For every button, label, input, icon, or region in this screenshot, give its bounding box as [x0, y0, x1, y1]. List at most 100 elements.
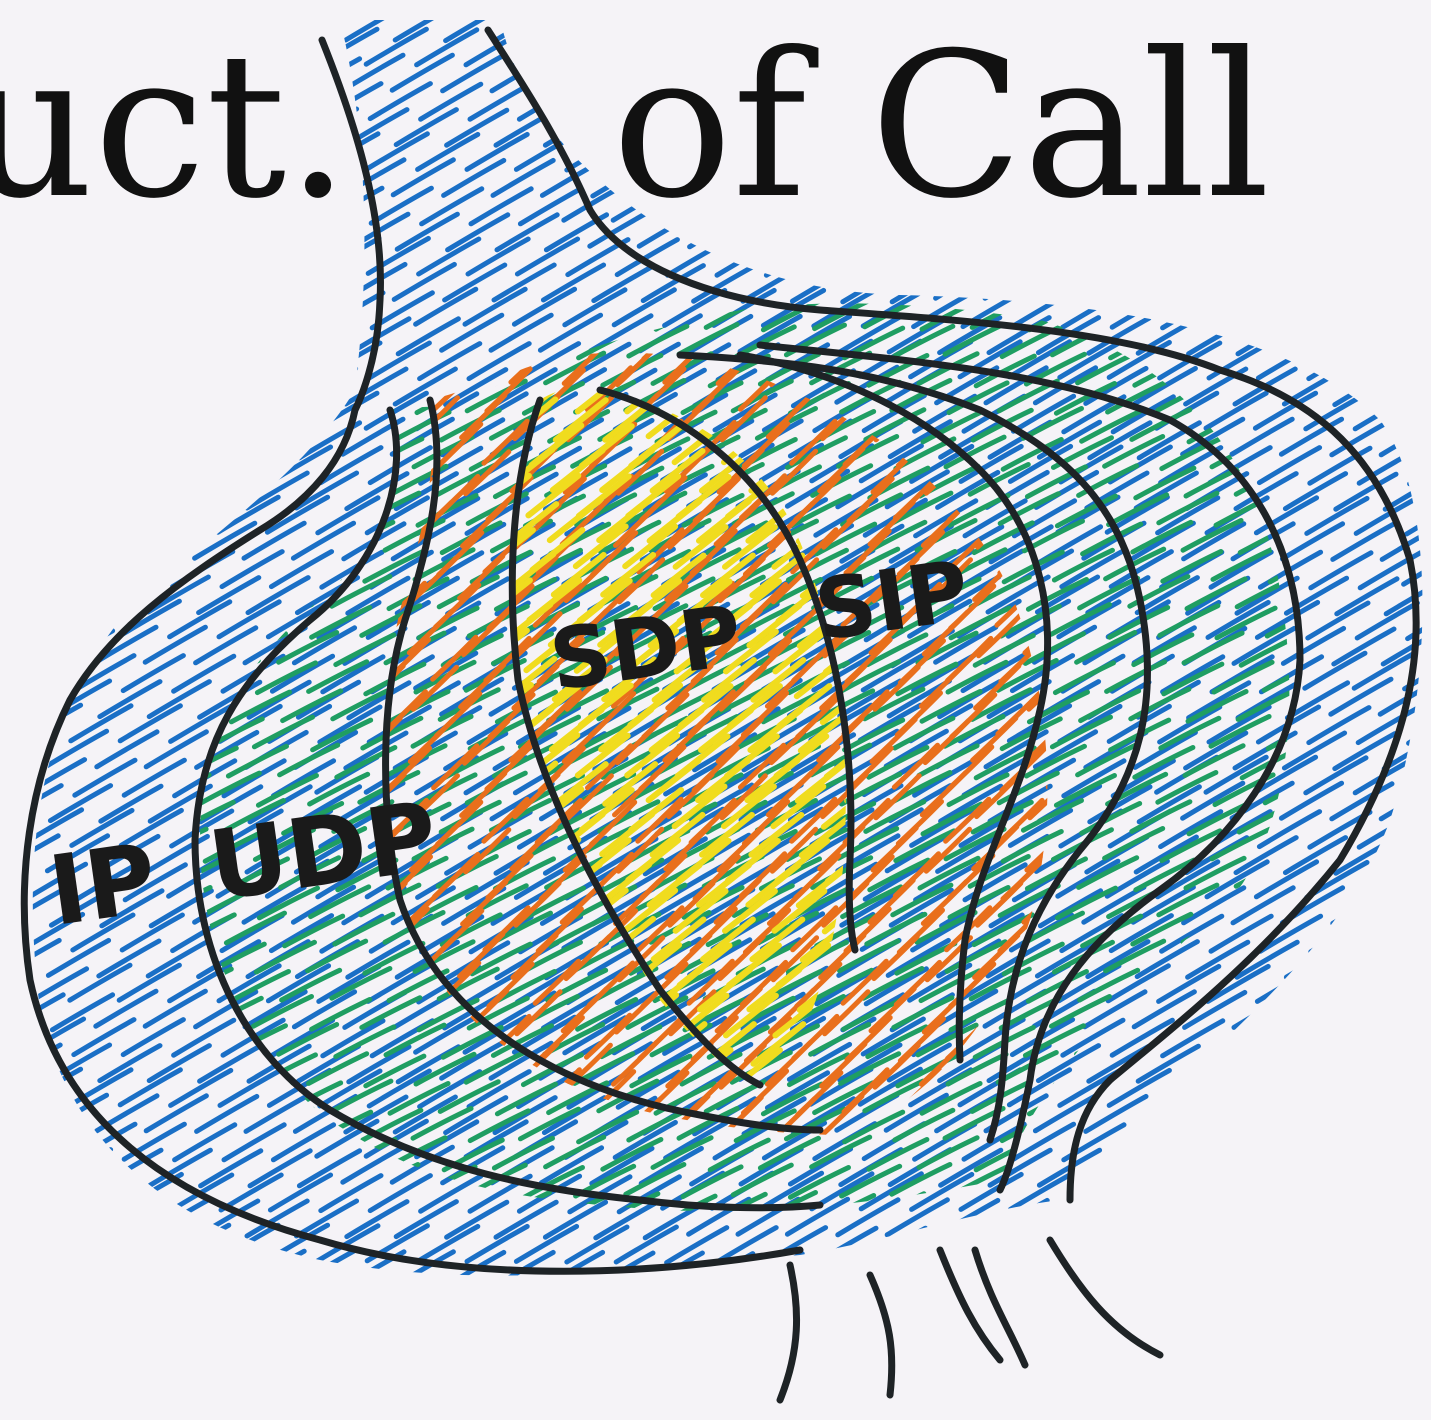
hatch-stroke	[1406, 394, 1431, 429]
hatch-stroke	[1383, 265, 1431, 300]
hatch-stroke	[294, 264, 354, 299]
hatch-stroke	[1187, 1202, 1247, 1237]
hatch-stroke	[1238, 1047, 1298, 1082]
hatch-stroke	[169, 1225, 229, 1260]
hatch-stroke	[865, 1228, 925, 1263]
hatch-stroke	[866, 241, 926, 276]
hatch-stroke	[579, 1112, 637, 1142]
hatch-stroke	[1382, 160, 1431, 195]
hatch-stroke	[200, 269, 258, 299]
hatch-stroke	[1257, 966, 1317, 1001]
hatch-stroke	[1108, 1166, 1166, 1196]
hatch-stroke	[1382, 888, 1431, 923]
hatch-stroke	[145, 263, 205, 298]
hatch-stroke	[1311, 917, 1371, 952]
hatch-stroke	[1305, 1017, 1365, 1052]
hatch-stroke	[1286, 942, 1346, 977]
hatch-stroke	[174, 292, 234, 327]
hatch-stroke	[1139, 787, 1199, 822]
hatch-stroke	[23, 291, 83, 326]
hatch-stroke	[1334, 265, 1394, 300]
hatch-stroke	[1406, 30, 1431, 65]
hatch-stroke	[985, 263, 1045, 298]
hatch-stroke	[1188, 1084, 1246, 1114]
hatch-stroke	[1107, 270, 1165, 300]
hatch-stroke	[1410, 85, 1431, 120]
hatch-stroke	[201, 381, 259, 411]
hatch-stroke	[223, 292, 283, 327]
hatch-stroke	[1334, 993, 1394, 1028]
root-2	[870, 1275, 892, 1395]
hatch-stroke	[21, 446, 81, 481]
hatch-stroke	[1238, 1082, 1296, 1112]
hatch-stroke	[1358, 1072, 1418, 1107]
hatch-stroke	[395, 5, 455, 40]
hatch-stroke	[1214, 1054, 1272, 1084]
hatch-stroke	[1264, 1053, 1322, 1083]
hatch-stroke	[1056, 776, 1114, 806]
hatch-stroke	[1185, 264, 1245, 299]
hatch-stroke	[319, 238, 379, 273]
hatch-stroke	[1133, 1251, 1193, 1286]
hatch-stroke	[1284, 1097, 1344, 1132]
hatch-stroke	[3, 631, 63, 666]
hatch-stroke	[1333, 888, 1393, 923]
hatch-stroke	[98, 1200, 158, 1235]
hatch-stroke	[1075, 286, 1118, 328]
hatch-stroke	[1085, 264, 1145, 299]
hatch-stroke	[1034, 263, 1094, 298]
hatch-stroke	[52, 267, 112, 302]
hatch-stroke	[1336, 110, 1396, 145]
hatch-stroke	[1385, 1202, 1431, 1237]
hatch-stroke	[72, 446, 132, 481]
hatch-stroke	[47, 472, 107, 507]
hatch-stroke	[1241, 1028, 1299, 1058]
title-right-fragment: of Call	[612, 10, 1270, 243]
hatch-stroke	[1291, 1026, 1349, 1056]
hatch-stroke	[1380, 315, 1431, 350]
hatch-stroke	[1408, 240, 1431, 275]
hatch-stroke	[1310, 84, 1370, 119]
hatch-stroke	[1283, 992, 1343, 1027]
hatch-stroke	[49, 317, 109, 352]
hatch-stroke	[1188, 300, 1246, 330]
hatch-stroke	[1332, 1148, 1392, 1183]
hatch-stroke	[123, 292, 183, 327]
hatch-stroke	[250, 423, 310, 458]
hatch-stroke	[1261, 293, 1321, 328]
hatch-stroke	[98, 472, 158, 507]
hatch-stroke	[147, 472, 207, 507]
hatch-stroke	[791, 1254, 851, 1289]
root-5	[1050, 1240, 1160, 1355]
hatch-stroke	[1256, 1226, 1316, 1261]
hatch-stroke	[72, 1174, 132, 1209]
hatch-stroke	[1384, 370, 1431, 405]
hatch-stroke	[1360, 189, 1420, 224]
hatch-stroke	[1258, 1071, 1318, 1106]
hatch-stroke	[1407, 135, 1431, 170]
hatch-stroke	[100, 318, 160, 353]
hatch-stroke	[1293, 467, 1351, 497]
hatch-stroke	[743, 266, 803, 301]
hatch-stroke	[102, 527, 162, 562]
hatch-stroke	[1023, 409, 1081, 439]
hatch-stroke	[1010, 1174, 1070, 1209]
hatch-stroke	[272, 292, 332, 327]
hatch-stroke	[205, 440, 263, 470]
hatch-stroke	[1335, 1098, 1395, 1133]
hatch-stroke	[257, 271, 315, 301]
hatch-stroke	[283, 299, 341, 329]
hatch-stroke	[843, 267, 903, 302]
hatch-stroke	[1090, 1151, 1150, 1186]
hatch-stroke	[148, 437, 206, 467]
hatch-stroke	[1235, 1097, 1295, 1132]
hatch-stroke	[1333, 160, 1393, 195]
hatch-stroke	[1287, 319, 1347, 354]
hatch-stroke	[125, 1229, 185, 1264]
hatch-stroke	[1084, 1251, 1144, 1286]
hatch-stroke	[96, 263, 156, 298]
hatch-stroke	[766, 240, 826, 275]
hatch-stroke	[1380, 1043, 1431, 1078]
hatch-stroke	[1383, 993, 1431, 1028]
hatch-stroke	[515, 30, 575, 65]
